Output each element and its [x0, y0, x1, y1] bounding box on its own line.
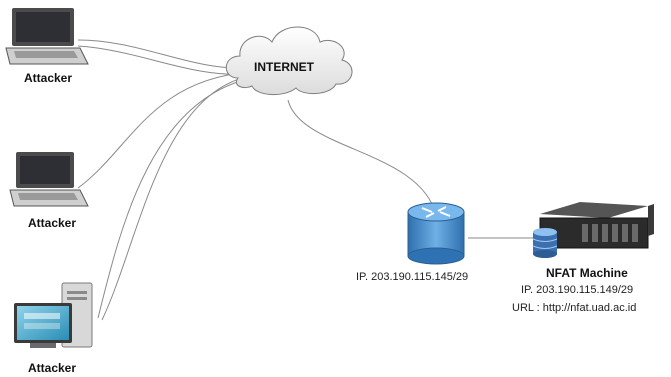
link-attacker-middle-cloud	[77, 71, 251, 189]
server-url-label: URL : http://nfat.uad.ac.id	[512, 302, 637, 314]
router-icon	[407, 202, 465, 265]
attacker-middle-label: Attacker	[28, 216, 77, 230]
laptop-icon	[5, 8, 89, 65]
link-attacker-top-cloud	[77, 39, 246, 69]
attacker-bottom-label: Attacker	[28, 361, 77, 375]
server-rack-icon	[539, 202, 654, 249]
link-attacker-bottom-cloud	[101, 74, 256, 321]
database-icon	[532, 228, 558, 258]
laptop-icon	[9, 152, 89, 207]
cloud-label: INTERNET	[254, 60, 314, 74]
link-attacker-bottom-cloud-2	[97, 77, 253, 319]
server-ip-label: IP. 203.190.115.149/29	[521, 284, 634, 296]
link-cloud-router	[287, 99, 437, 216]
server-title-label: NFAT Machine	[546, 266, 628, 280]
connections	[77, 39, 534, 321]
attacker-top-label: Attacker	[24, 71, 73, 85]
desktop-computer-icon	[14, 282, 93, 348]
cloud-icon	[225, 26, 353, 95]
router-ip-label: IP. 203.190.115.145/29	[356, 271, 469, 283]
link-attacker-top-cloud-2	[77, 45, 249, 75]
